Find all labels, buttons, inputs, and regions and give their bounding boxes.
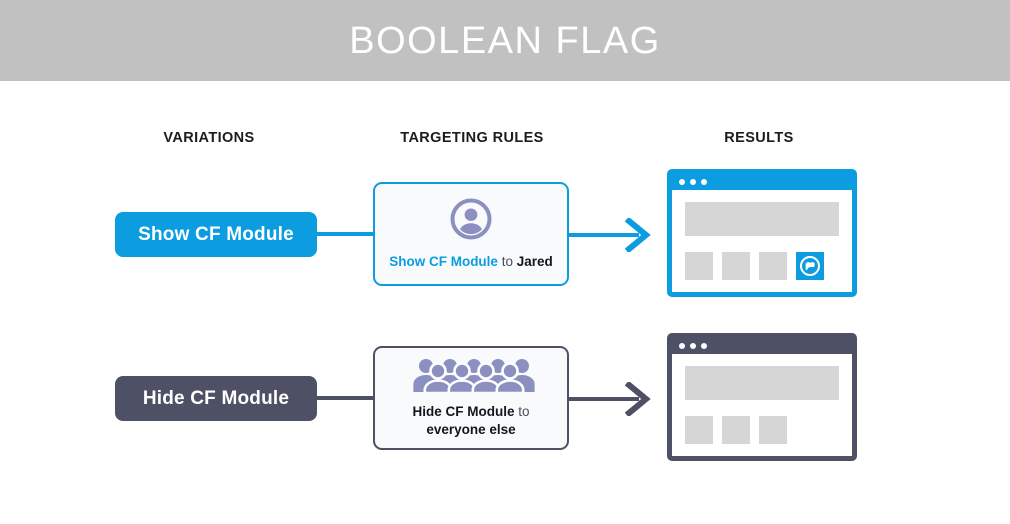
content-tile-row — [685, 252, 839, 280]
rule-target-label: Jared — [516, 253, 553, 269]
browser-content — [672, 354, 852, 456]
variation-pill-label: Hide CF Module — [142, 387, 290, 409]
browser-titlebar — [672, 174, 852, 190]
content-placeholder-tile — [722, 416, 750, 444]
content-placeholder-tile — [722, 252, 750, 280]
targeting-rule-text-hide: Hide CF Module to everyone else — [412, 403, 529, 439]
column-header-results: RESULTS — [724, 130, 794, 146]
content-placeholder-tile — [759, 416, 787, 444]
page-header: BOOLEAN FLAG — [0, 0, 1010, 81]
flow-arrow-hide — [569, 380, 667, 418]
content-placeholder-tile — [759, 252, 787, 280]
result-browser-window-show — [667, 169, 857, 297]
rule-target-label: everyone else — [426, 421, 516, 437]
arrow-head-icon — [625, 218, 651, 252]
connector-line-hide — [310, 396, 378, 400]
variation-pill-label: Show CF Module — [138, 223, 294, 245]
window-dot-icon — [679, 179, 685, 185]
flag-rule-row-hide: Hide CF Module — [0, 324, 1010, 469]
column-header-variations: VARIATIONS — [163, 130, 255, 146]
group-of-people-icon — [404, 358, 538, 397]
result-browser-window-hide — [667, 333, 857, 461]
targeting-rule-card-show[interactable]: Show CF Module to Jared — [373, 182, 569, 286]
page-title: BOOLEAN FLAG — [349, 19, 661, 62]
rule-connector-label: to — [501, 253, 513, 269]
arrow-line — [569, 397, 639, 401]
browser-content — [672, 190, 852, 292]
targeting-rule-card-hide[interactable]: Hide CF Module to everyone else — [373, 346, 569, 450]
content-placeholder-hero — [685, 366, 839, 400]
rule-action-label: Show CF Module — [389, 253, 498, 269]
flag-rule-row-show: Show CF Module Show CF Module to Jared — [0, 160, 1010, 305]
window-dot-icon — [679, 343, 685, 349]
content-placeholder-tile — [685, 416, 713, 444]
variation-pill-hide[interactable]: Hide CF Module — [115, 376, 317, 421]
flow-arrow-show — [569, 216, 667, 254]
window-dot-icon — [690, 179, 696, 185]
content-placeholder-hero — [685, 202, 839, 236]
rule-connector-label: to — [518, 403, 530, 419]
column-header-targeting-rules: TARGETING RULES — [400, 130, 544, 146]
cf-module-tile[interactable] — [796, 252, 824, 280]
targeting-rule-text-show: Show CF Module to Jared — [389, 253, 553, 271]
cf-module-flag-icon — [800, 256, 820, 276]
arrow-head-icon — [625, 382, 651, 416]
variation-pill-show[interactable]: Show CF Module — [115, 212, 317, 257]
window-dot-icon — [690, 343, 696, 349]
single-person-icon — [450, 198, 492, 245]
rule-action-label: Hide CF Module — [412, 403, 515, 419]
window-dot-icon — [701, 179, 707, 185]
browser-titlebar — [672, 338, 852, 354]
content-placeholder-tile — [685, 252, 713, 280]
content-tile-row — [685, 416, 839, 444]
window-dot-icon — [701, 343, 707, 349]
arrow-line — [569, 233, 639, 237]
connector-line-show — [310, 232, 378, 236]
